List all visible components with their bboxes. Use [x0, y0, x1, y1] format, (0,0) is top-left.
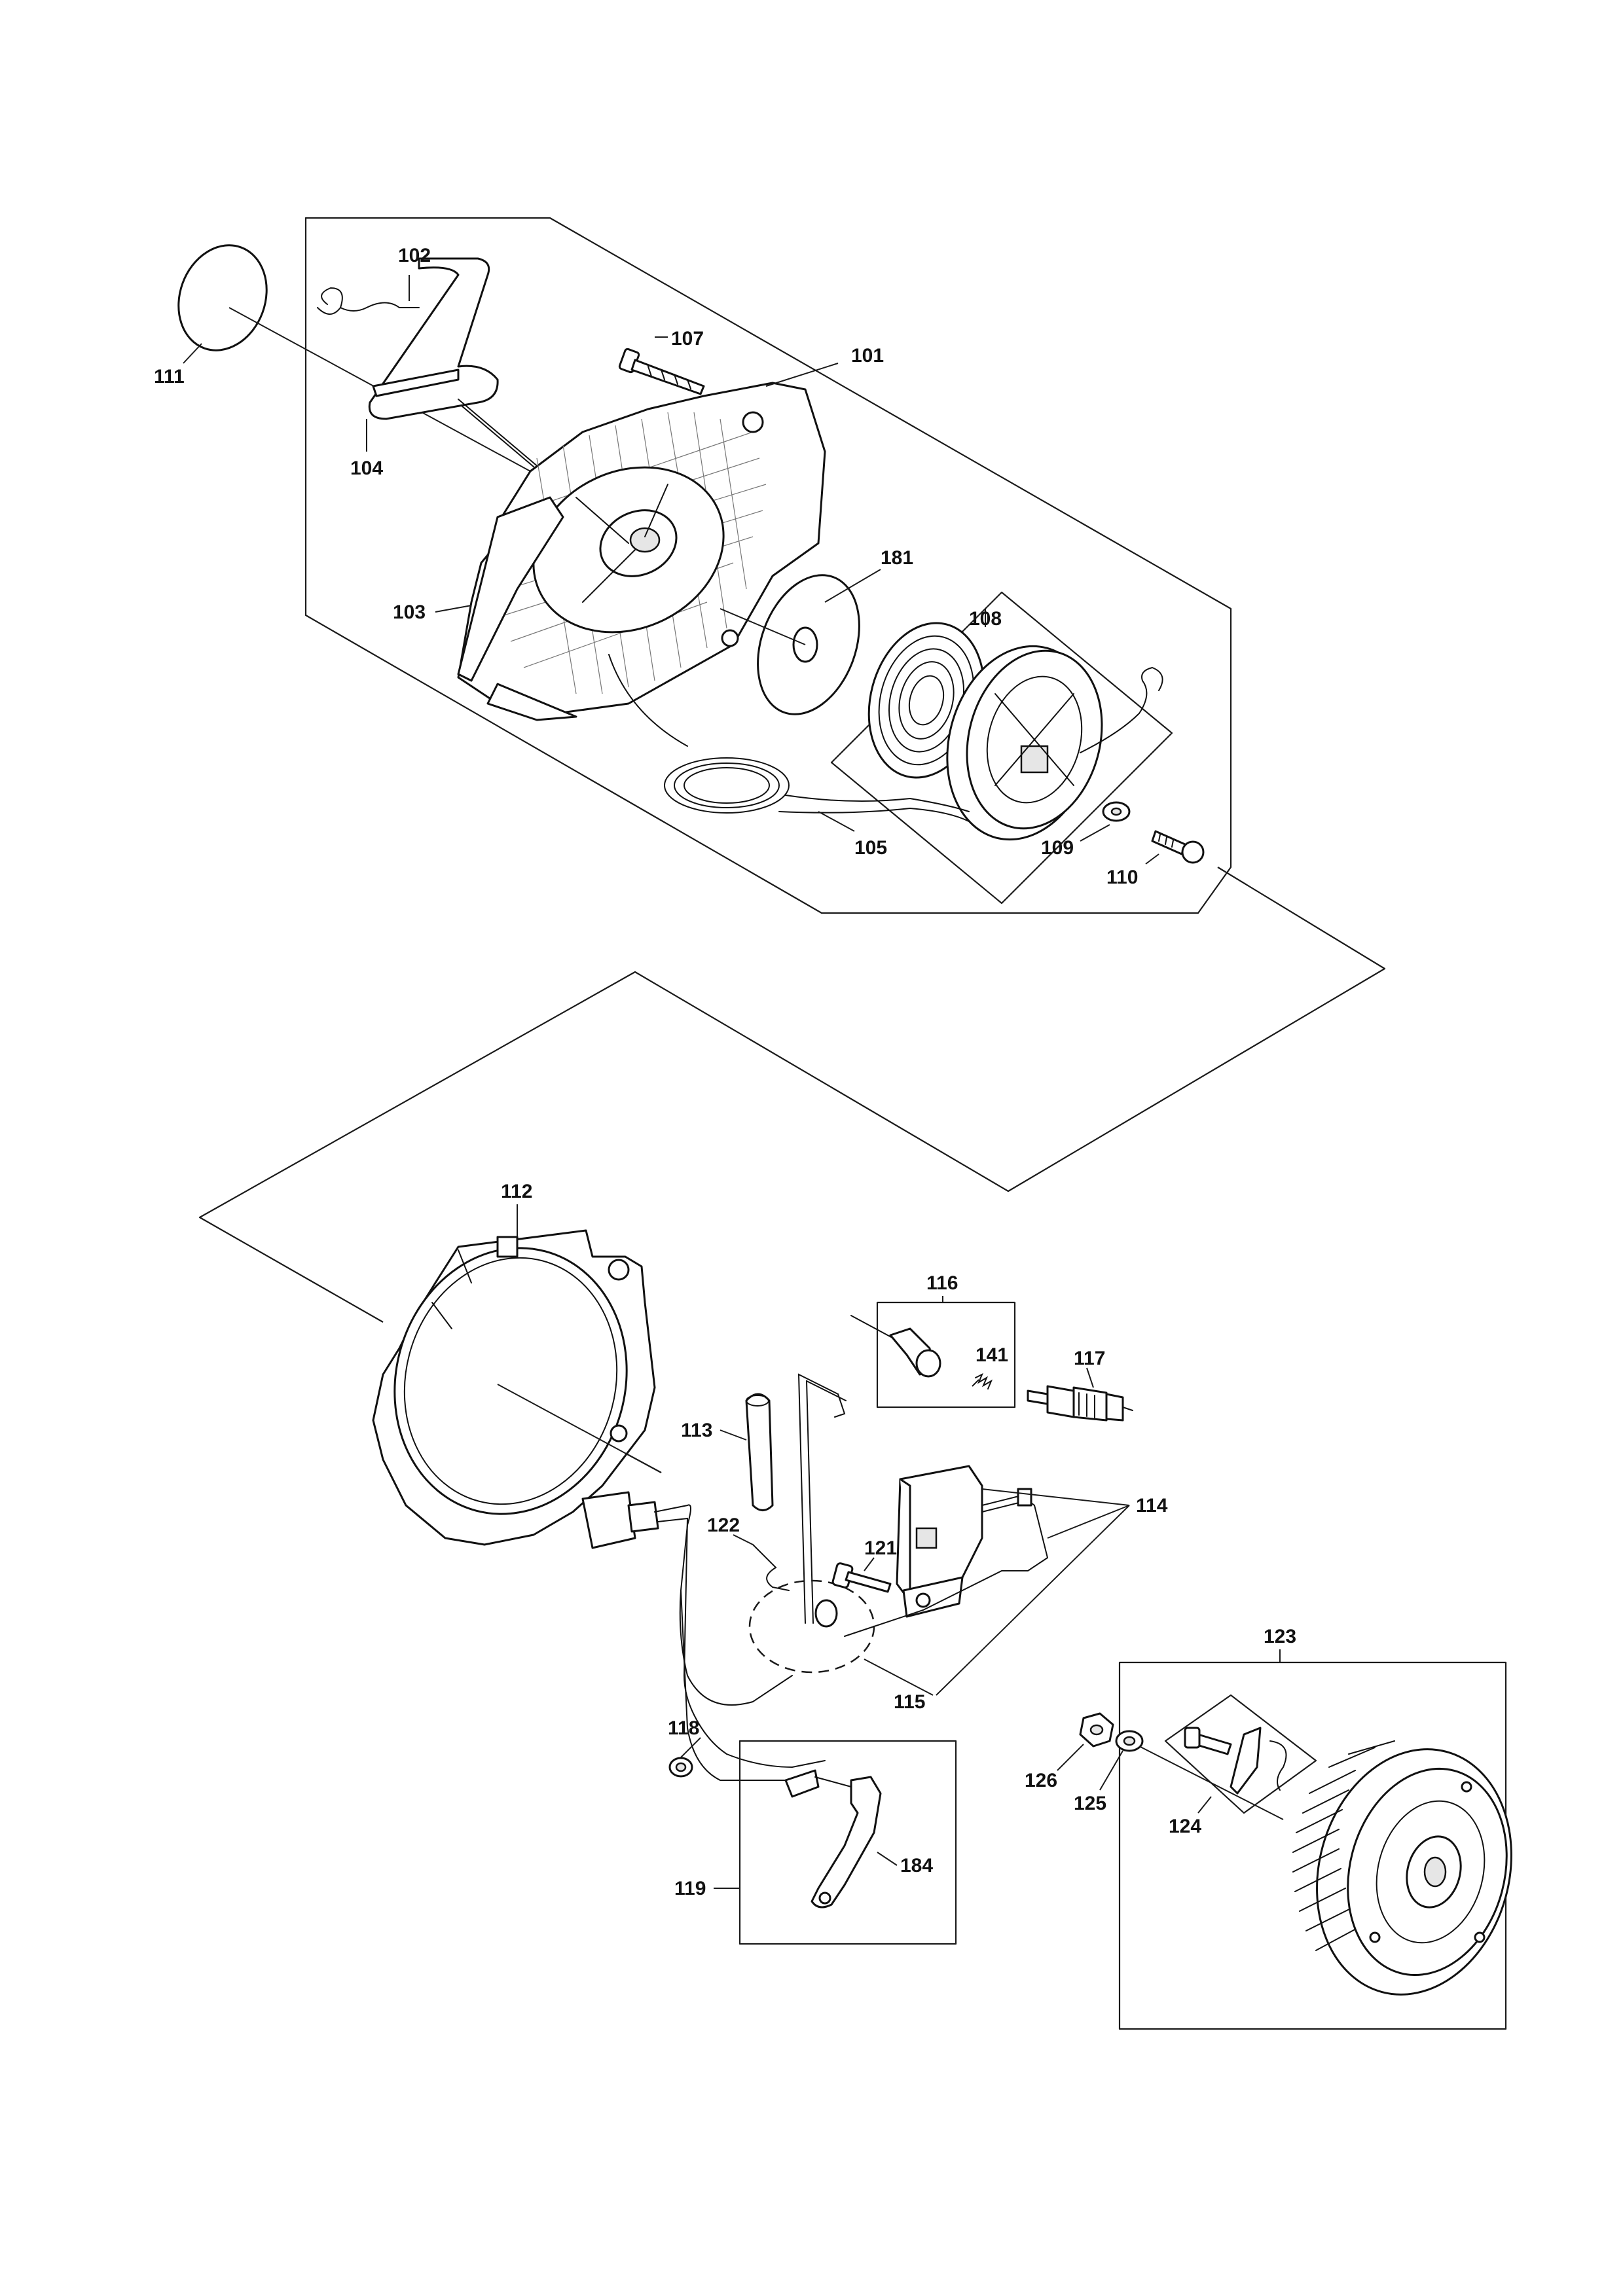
clip-122: [752, 1544, 790, 1591]
leader-lines: [183, 275, 1281, 1889]
plug-cap-116: [850, 1315, 941, 1378]
starter-pulley: [946, 645, 1103, 841]
callout-118: 118: [668, 1717, 699, 1739]
callout-108: 108: [969, 608, 1002, 630]
callout-181: 181: [881, 547, 913, 569]
starter-assembly-outline: [304, 217, 1232, 914]
callout-104: 104: [350, 457, 383, 479]
starter-rope: [1080, 666, 1163, 753]
callout-109: 109: [1041, 837, 1074, 859]
decal-111: [177, 244, 268, 351]
callout-119: 119: [674, 1878, 706, 1899]
box-116: [876, 1301, 1016, 1408]
callout-102: 102: [398, 245, 431, 266]
stop-switch: [581, 1491, 826, 1781]
callout-124: 124: [1169, 1816, 1201, 1837]
spring-141: [975, 1372, 993, 1390]
tube-113: [745, 1393, 774, 1511]
bolt-110: [1151, 830, 1205, 864]
screw-107: [618, 348, 705, 395]
callout-116: 116: [926, 1272, 958, 1294]
callout-123: 123: [1264, 1626, 1296, 1647]
screw-121: [831, 1562, 892, 1593]
callout-111: 111: [154, 366, 185, 387]
callout-105: 105: [854, 837, 887, 859]
starter-handle-104: [317, 257, 547, 478]
ground-plate-184: [784, 1769, 882, 1909]
starter-rope-105: [608, 654, 970, 822]
washer-109: [1102, 801, 1131, 822]
callout-125: 125: [1074, 1793, 1106, 1814]
box-119: [739, 1740, 957, 1945]
callout-121: 121: [864, 1537, 897, 1559]
callout-122: 122: [707, 1515, 740, 1536]
flywheel-fins: [1292, 1740, 1395, 1951]
spark-plug-117: [1027, 1385, 1133, 1422]
washer-125: [1115, 1730, 1144, 1752]
callout-141: 141: [976, 1344, 1008, 1366]
callout-113: 113: [681, 1420, 712, 1441]
callout-101: 101: [851, 345, 884, 367]
callout-184: 184: [900, 1855, 933, 1876]
flywheel-123: [1292, 1740, 1512, 1996]
callout-112: 112: [501, 1181, 532, 1202]
callout-114: 114: [1136, 1495, 1168, 1516]
callout-115: 115: [894, 1691, 925, 1713]
callout-107: 107: [671, 328, 704, 350]
callout-103: 103: [393, 601, 426, 623]
washer-disc-181: [720, 574, 860, 715]
callout-126: 126: [1025, 1770, 1057, 1791]
callout-110: 110: [1106, 867, 1138, 888]
fan-cover-112: [372, 1229, 656, 1546]
box-124: [1164, 1694, 1317, 1814]
starter-housing-103: [457, 382, 826, 721]
callout-117: 117: [1074, 1348, 1105, 1369]
ignition-coil-114: [844, 1465, 1049, 1637]
nut-126: [1079, 1712, 1114, 1748]
nut-118: [668, 1757, 693, 1778]
assembly-link-line: [198, 867, 1386, 1323]
pawl-124: [1184, 1727, 1287, 1795]
